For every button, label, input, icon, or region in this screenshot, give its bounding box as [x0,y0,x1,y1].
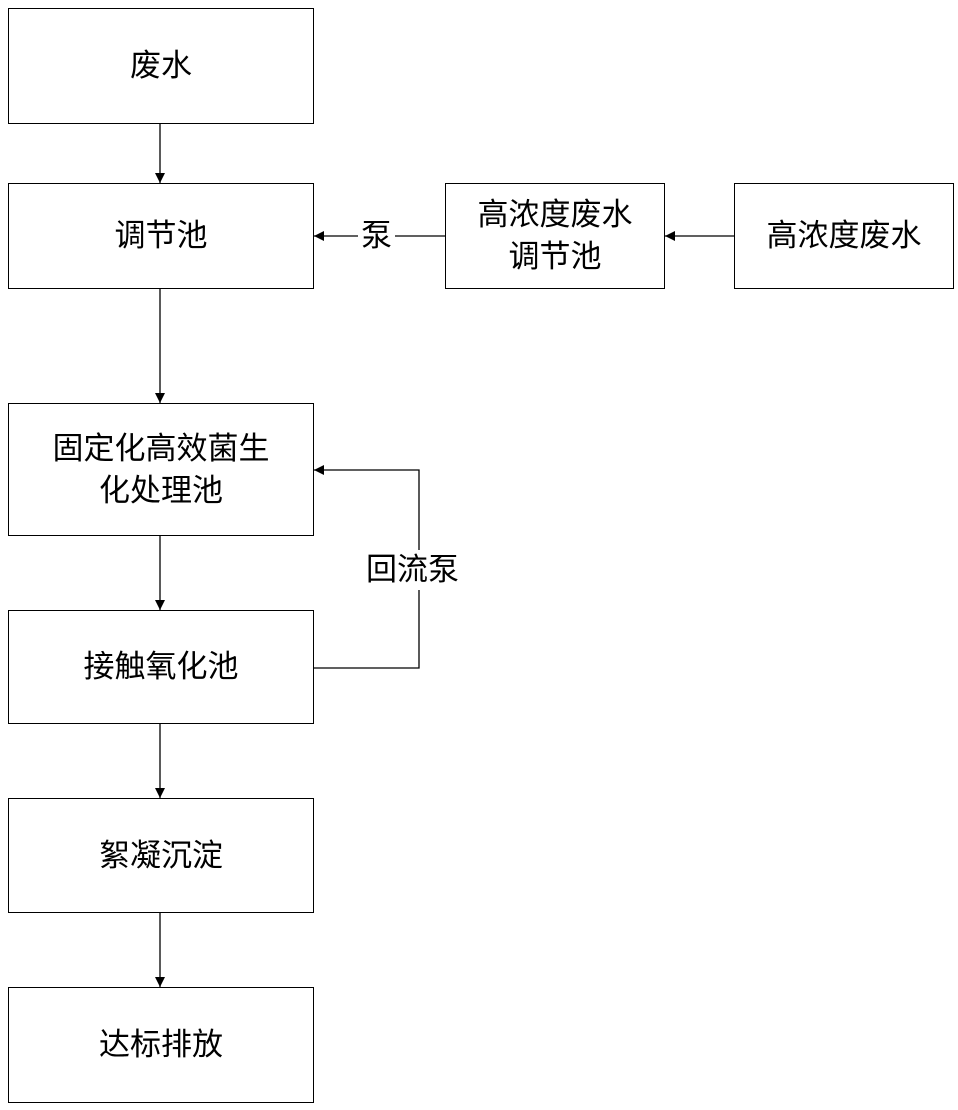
edge-label-pump: 泵 [358,218,395,254]
node-discharge: 达标排放 [8,987,314,1103]
node-wastewater: 废水 [8,8,314,124]
node-regulating-tank-label: 调节池 [114,218,208,254]
node-flocculation-sedimentation-label: 絮凝沉淀 [99,837,223,874]
node-high-conc-wastewater-label: 高浓度废水 [766,218,922,254]
node-high-conc-wastewater: 高浓度废水 [734,183,954,289]
node-contact-oxidation-tank-label: 接触氧化池 [83,649,239,685]
edge-label-reflux-pump: 回流泵 [364,550,461,590]
node-bio-treatment-tank: 固定化高效菌生 化处理池 [8,403,314,536]
node-discharge-label: 达标排放 [99,1027,223,1063]
node-bio-treatment-tank-label: 固定化高效菌生 化处理池 [52,430,270,509]
node-contact-oxidation-tank: 接触氧化池 [8,610,314,724]
node-high-conc-regulating-tank: 高浓度废水 调节池 [445,183,665,289]
node-wastewater-label: 废水 [130,48,192,84]
node-high-conc-regulating-tank-label: 高浓度废水 调节池 [477,197,633,275]
node-flocculation-sedimentation: 絮凝沉淀 [8,798,314,913]
node-regulating-tank: 调节池 [8,183,314,289]
